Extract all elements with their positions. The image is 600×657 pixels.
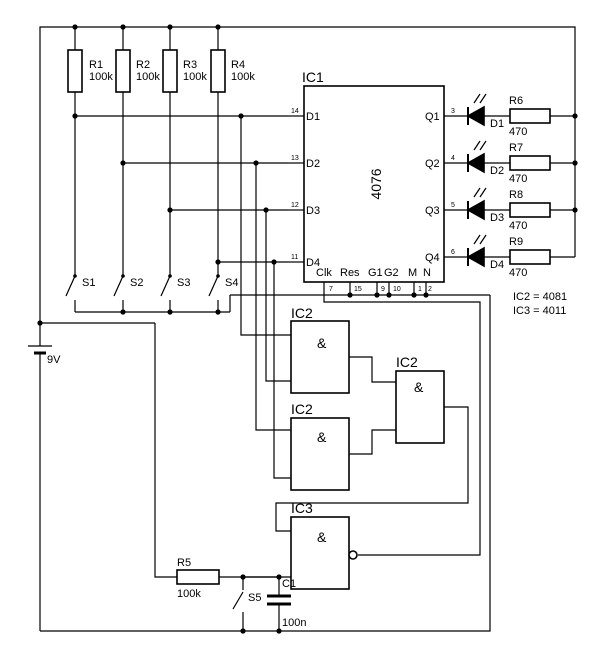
switch-s1-label: S1 (82, 277, 95, 289)
switch-s5: S5 (232, 574, 261, 631)
gate-a-name: IC2 (291, 305, 313, 321)
gate-c-name: IC2 (396, 354, 418, 370)
switch-s3: S3 (160, 274, 190, 312)
resistor-r7-name: R7 (509, 142, 523, 154)
resistor-r4-value: 100k (231, 71, 255, 83)
ic1-label-g2: G2 (384, 267, 399, 279)
resistor-r2-value: 100k (136, 71, 160, 83)
gate-a-symbol: & (317, 335, 327, 351)
ic1-pin-d1: 14 (291, 108, 299, 115)
led-row-4: D4 R9 470 (466, 234, 575, 279)
resistor-r5: R5 100k (154, 323, 243, 600)
resistor-r8-value: 470 (509, 220, 527, 232)
switch-s2-label: S2 (130, 277, 143, 289)
resistor-r5-name: R5 (177, 557, 191, 569)
battery: 9V (28, 320, 155, 631)
switch-s2: S2 (113, 274, 143, 312)
ic1-output-q1: Q1 (425, 111, 440, 123)
resistor-r3-name: R3 (183, 59, 197, 71)
ic1-pin-q3: 5 (451, 202, 455, 209)
and-gate-ic2-lower: IC2 & (255, 163, 350, 491)
ic1-input-d4: D4 (306, 257, 320, 269)
nand-gate-ic3: IC3 & (243, 500, 358, 590)
ic1-pin-clk: 7 (329, 286, 333, 293)
switch-s4: S4 (208, 274, 238, 312)
ic1-pin-d4: 11 (291, 254, 298, 261)
ic1-pin-d3: 12 (291, 202, 299, 209)
ic1: IC1 4076 14 13 12 11 D1 D2 D3 D4 Q1 Q2 Q… (288, 69, 481, 556)
ic1-label-res: Res (340, 267, 360, 279)
resistor-r9-value: 470 (509, 267, 527, 279)
switch-s4-label: S4 (225, 277, 238, 289)
resistor-r8-name: R8 (509, 189, 523, 201)
led-d4-label: D4 (490, 259, 504, 271)
ic1-part: 4076 (368, 168, 384, 199)
led-d3-label: D3 (490, 212, 504, 224)
ic1-input-d1: D1 (306, 111, 320, 123)
ic1-input-d2: D2 (306, 158, 320, 170)
ic1-pin-m: 1 (418, 286, 422, 293)
gate-c-symbol: & (414, 379, 424, 395)
ic1-output-q3: Q3 (425, 205, 440, 217)
resistor-r3-value: 100k (183, 71, 207, 83)
gate-d-name: IC3 (291, 500, 313, 516)
battery-voltage: 9V (47, 354, 61, 366)
supply-rail-top (39, 24, 576, 320)
switch-s3-label: S3 (177, 277, 190, 289)
ic1-pin-g1: 9 (381, 286, 385, 293)
ic1-pin-q4: 6 (451, 249, 455, 256)
ic1-pin-q1: 3 (451, 108, 455, 115)
resistor-r7-value: 470 (509, 173, 527, 185)
capacitor-c1: C1 100n (243, 574, 306, 631)
gate-b-name: IC2 (291, 401, 313, 417)
resistor-r1: R1 100k (67, 49, 113, 93)
switch-common-bus (75, 294, 490, 315)
led-row-1: D1 R6 470 (466, 93, 578, 138)
led-d2-label: D2 (490, 165, 504, 177)
ic1-output-q2: Q2 (425, 158, 440, 170)
led-d1-label: D1 (490, 118, 504, 130)
input-columns (72, 92, 288, 276)
ground-rail-bottom (40, 295, 491, 634)
gate-d-symbol: & (317, 529, 327, 545)
resistor-r2: R2 100k (115, 49, 160, 93)
ic1-label-g1: G1 (368, 267, 383, 279)
resistor-r1-name: R1 (89, 59, 103, 71)
resistor-r4-name: R4 (231, 59, 245, 71)
ic1-output-q4: Q4 (425, 252, 440, 264)
gate-b-symbol: & (317, 429, 327, 445)
ic1-input-d3: D3 (306, 205, 320, 217)
ic1-name: IC1 (302, 69, 324, 85)
switch-s5-label: S5 (248, 592, 261, 604)
capacitor-name: C1 (282, 578, 296, 590)
resistor-r6-value: 470 (509, 126, 527, 138)
ic1-label-m: M (408, 267, 417, 279)
and-gate-ic2-combiner: IC2 & (275, 354, 469, 532)
ic1-pin-d2: 13 (291, 155, 299, 162)
note-ic3: IC3 = 4011 (513, 305, 566, 317)
note-ic2: IC2 = 4081 (513, 291, 567, 303)
resistor-r4: R4 100k (210, 49, 255, 93)
ic1-pin-g2: 10 (393, 286, 401, 293)
led-row-3: D3 R8 470 (466, 187, 578, 232)
resistor-r2-name: R2 (136, 59, 150, 71)
ic-notes: IC2 = 4081 IC3 = 4011 (513, 291, 567, 317)
led-row-2: D2 R7 470 (466, 140, 578, 185)
capacitor-value: 100n (282, 617, 306, 629)
resistor-r5-value: 100k (177, 588, 201, 600)
resistor-r6-name: R6 (509, 95, 523, 107)
resistor-r1-value: 100k (89, 71, 113, 83)
resistor-r9-name: R9 (509, 236, 523, 248)
ic1-label-n: N (423, 267, 431, 279)
resistor-r3: R3 100k (162, 49, 207, 93)
switch-s1: S1 (65, 274, 95, 312)
ic1-pin-n: 2 (428, 286, 432, 293)
ic1-pin-q2: 4 (451, 155, 455, 162)
ic1-label-clk: Clk (316, 267, 332, 279)
ic1-pin-res: 15 (354, 286, 362, 293)
